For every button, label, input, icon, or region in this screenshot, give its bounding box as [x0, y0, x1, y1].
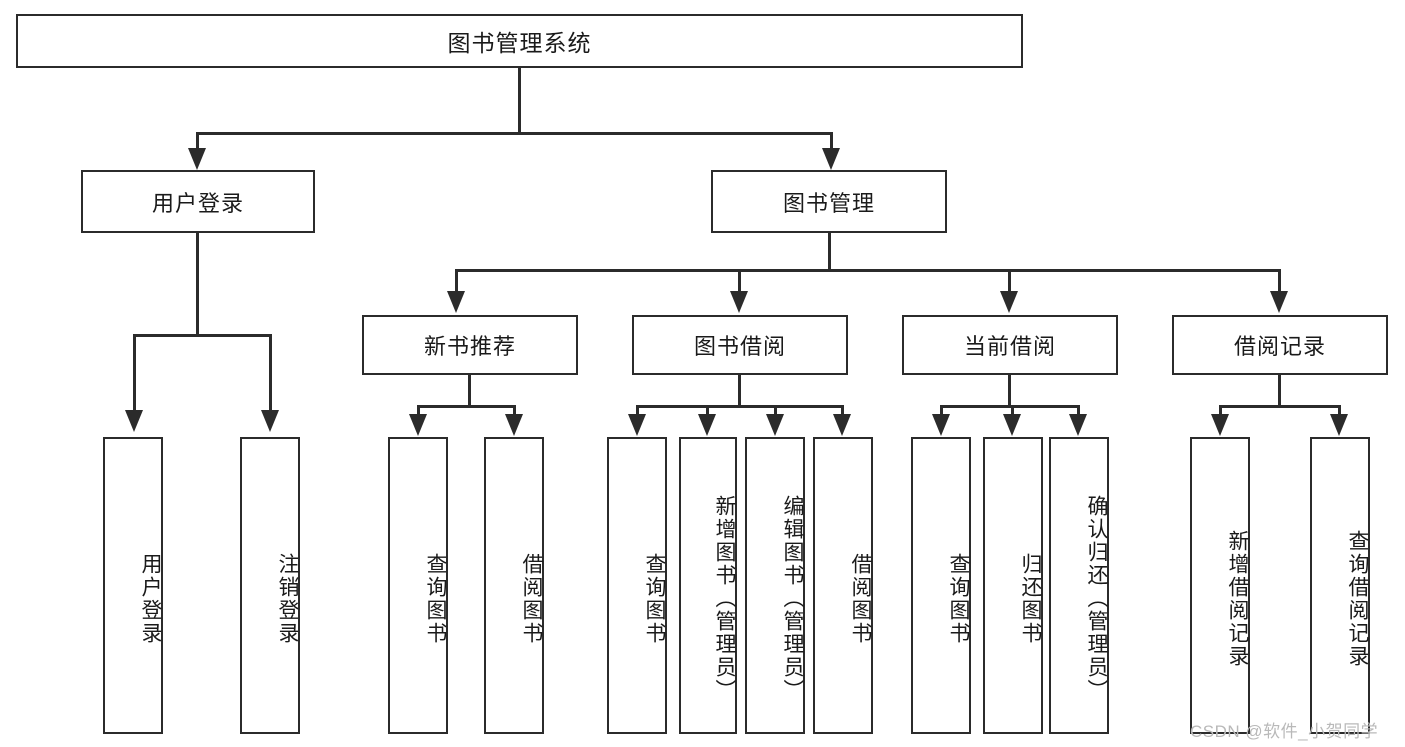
node-label: 借阅图书: [520, 552, 543, 645]
edge-leaf-return-book: [1011, 405, 1014, 419]
node-label: 图书管理: [782, 190, 875, 216]
node-label: 编辑图书（管理员）: [781, 495, 804, 702]
leaf-query-book-rec[interactable]: 查询图书: [388, 437, 448, 734]
edge-root-stem: [518, 68, 521, 134]
edge-book-borrow-stem: [738, 375, 741, 407]
arrowhead-leaf-query-book-2: [628, 414, 646, 436]
edge-book-borrow-bus: [636, 405, 844, 408]
arrowhead-leaf-logout: [261, 410, 279, 432]
arrowhead-leaf-query-book-3: [932, 414, 950, 436]
node-label: 图书借阅: [693, 334, 786, 359]
arrowhead-leaf-borrow-book-1: [505, 414, 523, 436]
edge-leaf-query-record: [1338, 405, 1341, 419]
arrowhead-new-book-rec: [447, 291, 465, 313]
edge-book-mgmt-bus: [455, 269, 1281, 272]
edge-leaf-borrow-book-2: [841, 405, 844, 419]
edge-current-borrow-stem: [1008, 375, 1011, 407]
arrowhead-book-borrow: [730, 291, 748, 313]
edge-to-book-borrow: [738, 269, 741, 297]
arrowhead-book-mgmt: [822, 148, 840, 170]
leaf-query-book-current[interactable]: 查询图书: [911, 437, 971, 734]
node-label: 新增图书（管理员）: [713, 495, 736, 702]
edge-borrow-record-bus: [1219, 405, 1341, 408]
node-label: 借阅图书: [849, 552, 872, 645]
arrowhead-user-login: [188, 148, 206, 170]
arrowhead-borrow-record: [1270, 291, 1288, 313]
edge-root-bus: [196, 132, 833, 135]
edge-leaf-borrow-book-1: [513, 405, 516, 419]
arrowhead-leaf-query-record: [1330, 414, 1348, 436]
leaf-add-book-admin[interactable]: 新增图书（管理员）: [679, 437, 737, 734]
node-label: 查询借阅记录: [1346, 529, 1369, 668]
edge-to-borrow-record: [1278, 269, 1281, 297]
arrowhead-leaf-user-login: [125, 410, 143, 432]
arrowhead-leaf-edit-book: [766, 414, 784, 436]
edge-borrow-record-stem: [1278, 375, 1281, 407]
arrowhead-leaf-borrow-book-2: [833, 414, 851, 436]
leaf-confirm-return-admin[interactable]: 确认归还（管理员）: [1049, 437, 1109, 734]
node-label: 用户登录: [151, 190, 244, 216]
leaf-borrow-book-rec[interactable]: 借阅图书: [484, 437, 544, 734]
arrowhead-leaf-add-record: [1211, 414, 1229, 436]
node-user-login[interactable]: 用户登录: [81, 170, 315, 233]
node-label: 确认归还（管理员）: [1085, 495, 1108, 702]
node-label: 当前借阅: [963, 334, 1056, 359]
leaf-query-borrow-record[interactable]: 查询借阅记录: [1310, 437, 1370, 734]
node-label: 新书推荐: [423, 334, 516, 359]
arrowhead-leaf-confirm-return: [1069, 414, 1087, 436]
node-root-system[interactable]: 图书管理系统: [16, 14, 1023, 68]
node-label: 查询图书: [947, 552, 970, 645]
edge-leaf-confirm-return: [1077, 405, 1080, 419]
leaf-logout[interactable]: 注销登录: [240, 437, 300, 734]
watermark: CSDN @软件_小贺同学: [1190, 722, 1379, 741]
node-label: 图书管理系统: [447, 30, 592, 56]
leaf-borrow-book[interactable]: 借阅图书: [813, 437, 873, 734]
edge-new-book-rec-stem: [468, 375, 471, 407]
arrowhead-leaf-add-book: [698, 414, 716, 436]
edge-new-book-rec-bus: [417, 405, 515, 408]
node-label: 借阅记录: [1233, 334, 1326, 359]
node-book-borrow[interactable]: 图书借阅: [632, 315, 848, 375]
edge-leaf-query-book-1: [417, 405, 420, 419]
edge-leaf-add-book: [706, 405, 709, 419]
leaf-user-login[interactable]: 用户登录: [103, 437, 163, 734]
edge-to-current-borrow: [1008, 269, 1011, 297]
node-book-management[interactable]: 图书管理: [711, 170, 947, 233]
leaf-query-book-borrow[interactable]: 查询图书: [607, 437, 667, 734]
edge-book-mgmt-stem: [828, 233, 831, 272]
node-borrow-record[interactable]: 借阅记录: [1172, 315, 1388, 375]
node-label: 注销登录: [276, 552, 299, 645]
edge-leaf-query-book-2: [636, 405, 639, 419]
arrowhead-current-borrow: [1000, 291, 1018, 313]
edge-user-login-stem: [196, 233, 199, 336]
node-label: 用户登录: [139, 552, 162, 645]
edge-root-to-user-login: [196, 132, 199, 154]
node-label: 查询图书: [643, 552, 666, 645]
node-label: 新增借阅记录: [1226, 529, 1249, 668]
arrowhead-leaf-return-book: [1003, 414, 1021, 436]
edge-to-leaf-user-login: [133, 334, 136, 416]
leaf-return-book[interactable]: 归还图书: [983, 437, 1043, 734]
edge-user-login-bus: [133, 334, 271, 337]
node-current-borrow[interactable]: 当前借阅: [902, 315, 1118, 375]
edge-root-to-book-mgmt: [830, 132, 833, 154]
leaf-add-borrow-record[interactable]: 新增借阅记录: [1190, 437, 1250, 734]
node-new-book-recommend[interactable]: 新书推荐: [362, 315, 578, 375]
edge-leaf-edit-book: [774, 405, 777, 419]
edge-to-leaf-logout: [269, 334, 272, 416]
edge-current-borrow-bus: [940, 405, 1080, 408]
node-label: 查询图书: [424, 552, 447, 645]
edge-leaf-add-record: [1219, 405, 1222, 419]
node-label: 归还图书: [1019, 552, 1042, 645]
edge-leaf-query-book-3: [940, 405, 943, 419]
leaf-edit-book-admin[interactable]: 编辑图书（管理员）: [745, 437, 805, 734]
arrowhead-leaf-query-book-1: [409, 414, 427, 436]
edge-to-new-book-rec: [455, 269, 458, 297]
